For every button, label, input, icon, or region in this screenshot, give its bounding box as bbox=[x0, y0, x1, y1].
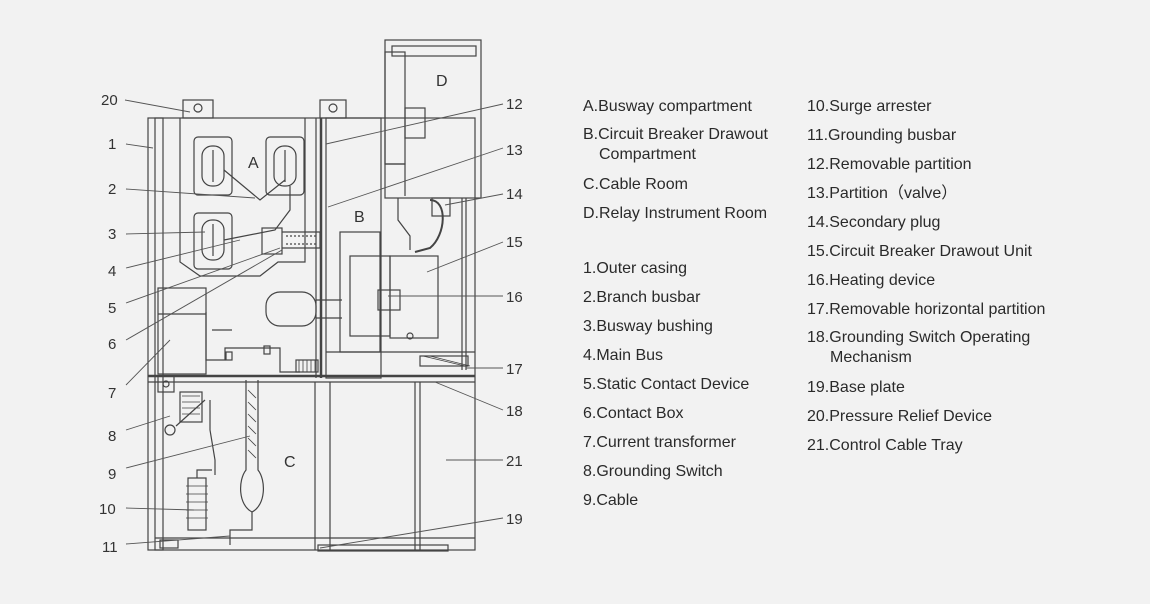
callout-13: 13 bbox=[506, 142, 523, 159]
callout-4: 4 bbox=[108, 263, 116, 280]
callout-3: 3 bbox=[108, 226, 116, 243]
legend-item-18-line2: Mechanism bbox=[830, 349, 912, 366]
callout-16: 16 bbox=[506, 289, 523, 306]
callout-19: 19 bbox=[506, 511, 523, 528]
zone-label-c: C bbox=[284, 454, 296, 471]
callout-15: 15 bbox=[506, 234, 523, 251]
legend-item-7: 7.Current transformer bbox=[583, 434, 736, 451]
legend-item-1: 1.Outer casing bbox=[583, 260, 688, 277]
leader-lines bbox=[124, 99, 504, 549]
legend-item-13: 13.Partition（valve） bbox=[807, 185, 958, 202]
callout-17: 17 bbox=[506, 361, 523, 378]
legend-item-20: 20.Pressure Relief Device bbox=[807, 408, 992, 425]
legend-item-4: 4.Main Bus bbox=[583, 347, 664, 364]
zone-label-d: D bbox=[436, 73, 448, 90]
callout-6: 6 bbox=[108, 336, 116, 353]
outer-casing bbox=[147, 117, 476, 551]
callout-21: 21 bbox=[506, 453, 523, 470]
callout-18: 18 bbox=[506, 403, 523, 420]
callout-2: 2 bbox=[108, 181, 116, 198]
zone-label-b: B bbox=[354, 209, 365, 226]
callout-9: 9 bbox=[108, 466, 116, 483]
callout-11: 11 bbox=[102, 539, 118, 556]
legend-item-18-line1: 18.Grounding Switch Operating bbox=[807, 329, 1031, 346]
callout-10: 10 bbox=[99, 501, 116, 518]
legend-item-a: A.Busway compartment bbox=[583, 98, 752, 115]
callout-8: 8 bbox=[108, 428, 116, 445]
callout-5: 5 bbox=[108, 300, 116, 317]
legend-item-18: 18.Grounding Switch Operating Mechanism bbox=[807, 324, 1045, 373]
legend-item-b-line1: B.Circuit Breaker Drawout bbox=[583, 126, 768, 143]
callout-12: 12 bbox=[506, 96, 523, 113]
legend-item-d: D.Relay Instrument Room bbox=[583, 205, 768, 222]
legend-item-12: 12.Removable partition bbox=[807, 156, 972, 173]
legend-item-9: 9.Cable bbox=[583, 492, 639, 509]
legend-item-19: 19.Base plate bbox=[807, 379, 905, 396]
legend-item-5: 5.Static Contact Device bbox=[583, 376, 750, 393]
legend-item-14: 14.Secondary plug bbox=[807, 214, 941, 231]
legend-item-3: 3.Busway bushing bbox=[583, 318, 713, 335]
legend-item-11: 11.Grounding busbar bbox=[807, 127, 957, 144]
busway-compartment bbox=[179, 118, 306, 277]
legend-item-c: C.Cable Room bbox=[583, 176, 688, 193]
legend-left: A.Busway compartment B.Circuit Breaker D… bbox=[583, 92, 768, 515]
callout-numbers: 20 1 2 3 4 5 6 7 8 9 10 11 12 13 14 15 1… bbox=[99, 92, 523, 556]
switchgear-diagram: A B C D 20 1 2 3 4 5 6 7 8 9 10 11 12 13… bbox=[99, 39, 523, 556]
callout-20: 20 bbox=[101, 92, 118, 109]
legend-item-15: 15.Circuit Breaker Drawout Unit bbox=[807, 243, 1032, 260]
callout-1: 1 bbox=[108, 136, 116, 153]
callout-7: 7 bbox=[108, 385, 116, 402]
legend-item-2: 2.Branch busbar bbox=[583, 289, 701, 306]
legend-item-8: 8.Grounding Switch bbox=[583, 463, 723, 480]
legend-item-6: 6.Contact Box bbox=[583, 405, 684, 422]
legend-right: 10.Surge arrester 11.Grounding busbar 12… bbox=[807, 92, 1045, 460]
legend-item-17: 17.Removable horizontal partition bbox=[807, 301, 1046, 318]
zone-label-a: A bbox=[248, 155, 259, 172]
legend-item-16: 16.Heating device bbox=[807, 272, 936, 289]
legend-item-b: B.Circuit Breaker Drawout Compartment bbox=[583, 121, 768, 170]
legend-item-b-line2: Compartment bbox=[599, 146, 696, 163]
legend-item-10: 10.Surge arrester bbox=[807, 98, 932, 115]
callout-14: 14 bbox=[506, 186, 523, 203]
legend-item-21: 21.Control Cable Tray bbox=[807, 437, 963, 454]
